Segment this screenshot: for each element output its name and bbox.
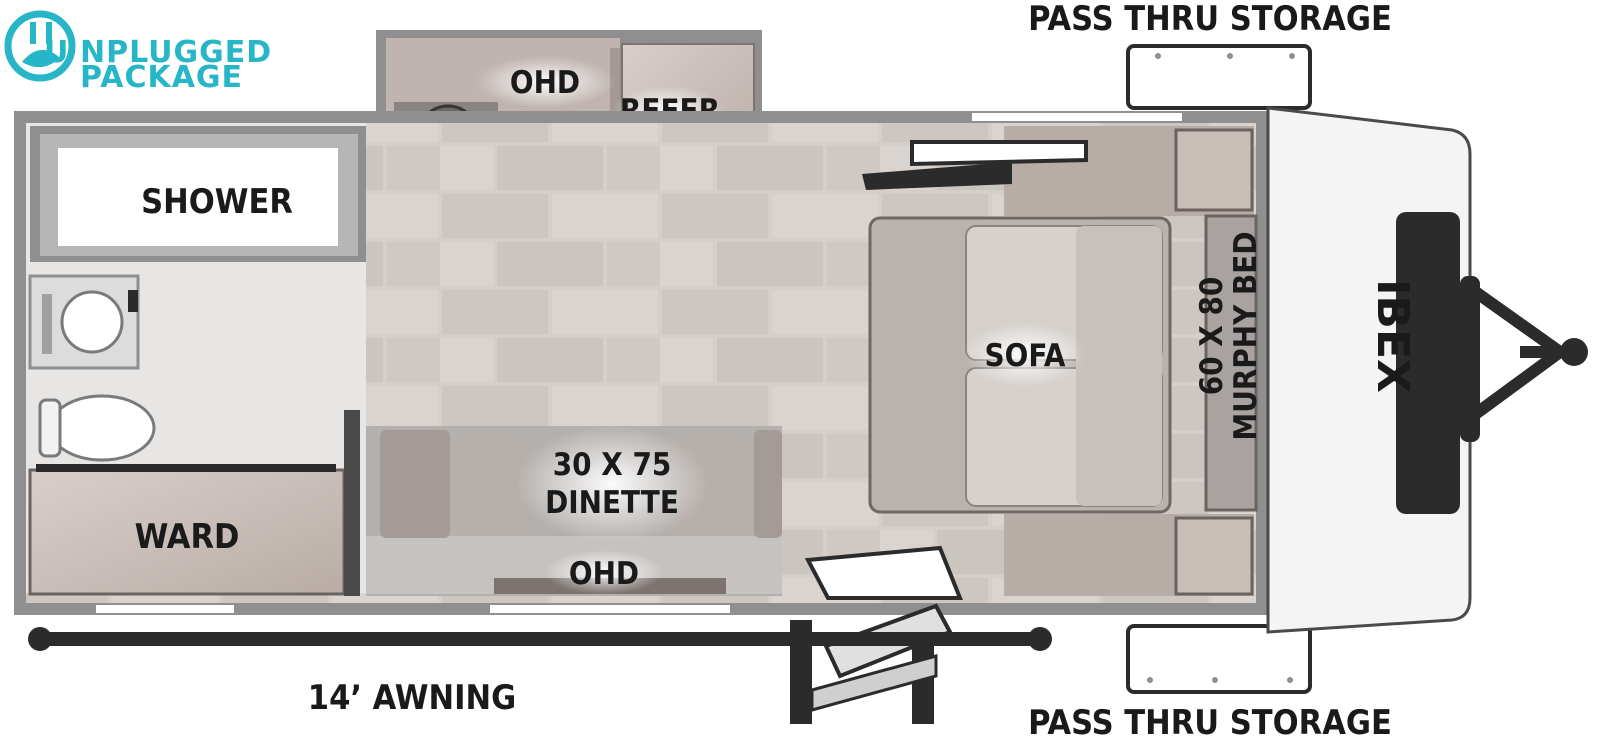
plug-prong-left (30, 22, 36, 44)
awning (28, 627, 1052, 651)
pass-thru-storage-bottom (1126, 624, 1312, 694)
dinette-glow (516, 426, 708, 542)
unplugged-logo: U NPLUGGED PACKAGE (4, 10, 272, 95)
ohd-kitchen-glow (475, 56, 615, 108)
logo-line2: PACKAGE (80, 60, 243, 95)
window-top-rear (972, 113, 1182, 121)
ibex-logo: IBEX (1367, 279, 1418, 393)
pass-thru-storage-bottom-label: PASS THRU STORAGE (1028, 703, 1392, 743)
shower-glow (137, 170, 297, 230)
front-cap (1266, 106, 1472, 634)
ibex-wordmark: IBEX (1367, 279, 1418, 393)
dinette-label: DINETTE (545, 485, 679, 521)
window-bottom-left (96, 605, 234, 613)
dinette-size-label: 30 X 75 (553, 447, 672, 483)
murphy-bed-label: MURPHY BED (1228, 231, 1264, 440)
logo-line1: NPLUGGED (80, 35, 272, 70)
plug-leaf (22, 49, 60, 68)
pass-thru-storage-top-label: PASS THRU STORAGE (1028, 0, 1392, 39)
entry-steps (790, 603, 953, 724)
coupler-icon (1560, 338, 1588, 366)
toilet-icon (38, 394, 156, 462)
hitch-tongue (1460, 276, 1588, 442)
front-cabinet-bottom (1004, 514, 1254, 596)
murphy-bed-label-group: 60 X 80 MURPHY BED (1194, 231, 1264, 440)
logo-initial: U (44, 35, 69, 70)
entry-door (804, 545, 963, 600)
ward-label: WARD (135, 517, 240, 557)
ohd-dinette-label: OHD (569, 556, 639, 592)
ohd-dinette-glow (544, 550, 664, 594)
pass-thru-storage-top (1126, 44, 1312, 110)
sofa-label: SOFA (985, 338, 1066, 374)
murphy-bed-size-label: 60 X 80 (1194, 277, 1230, 396)
wardrobe (28, 464, 346, 596)
shower-label: SHOWER (141, 182, 293, 222)
front-cabinet-top (1004, 126, 1254, 216)
murphy-bed (1204, 214, 1258, 512)
plug-icon (4, 10, 76, 82)
sofa-glow (963, 323, 1087, 387)
window-bottom-mid (490, 605, 730, 613)
sink-vanity (28, 274, 140, 370)
awning-label: 14’ AWNING (308, 678, 516, 718)
tv-mount (862, 140, 1088, 190)
plug-prong-right (46, 22, 52, 44)
bathroom-sink-icon (60, 290, 124, 354)
ohd-kitchen-label: OHD (510, 65, 580, 101)
